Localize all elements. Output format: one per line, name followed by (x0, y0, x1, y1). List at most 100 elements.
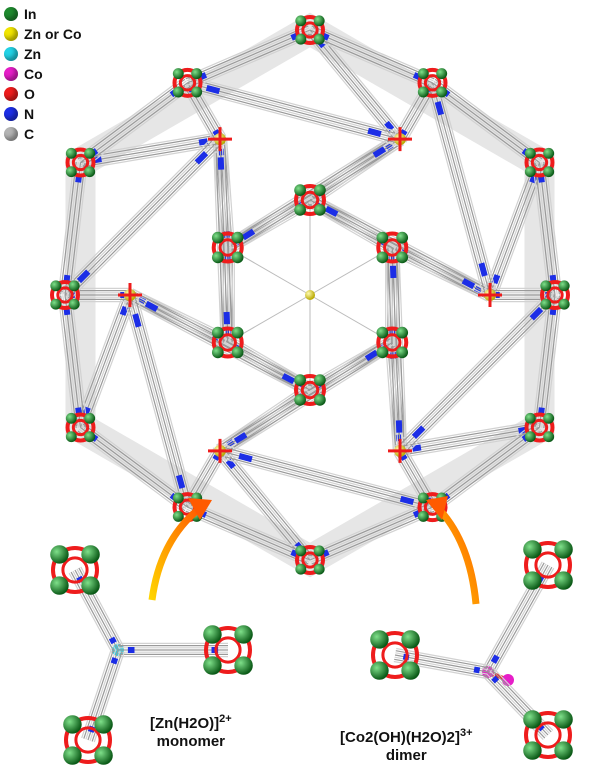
nitrogen-segment (490, 654, 500, 664)
indium-atom (401, 630, 420, 649)
linker-strand (81, 142, 221, 168)
indium-atom (50, 545, 69, 564)
oxygen-ring (524, 711, 572, 759)
nitrogen-segment (205, 84, 221, 95)
in-cluster (211, 326, 244, 359)
linker-strand (72, 570, 117, 652)
linker-strand (80, 82, 188, 163)
indium-atom (84, 431, 96, 443)
indium-atom (554, 540, 573, 559)
nitrogen-segment (491, 274, 501, 285)
indium-atom (63, 715, 82, 734)
linker-strand (217, 451, 309, 562)
indium-atom (396, 346, 409, 359)
indium-atom (294, 374, 306, 386)
zn-co-nodes (118, 127, 502, 463)
nitrogen-segment (132, 313, 142, 328)
co-dimer-fragment (370, 540, 573, 760)
indium-atom (558, 298, 570, 310)
indium-atom (543, 412, 555, 424)
indium-atom (63, 746, 82, 765)
linker-strand (70, 294, 88, 427)
monomer-caption: [Zn(H2O)]2+ monomer (150, 710, 232, 751)
linker-strand (484, 674, 546, 739)
indium-atom (84, 412, 96, 424)
linker-strand (87, 649, 119, 741)
linker-strand (60, 161, 77, 295)
linker-strand (189, 33, 312, 88)
in-ball-icon (4, 7, 18, 21)
legend-item-in: In (4, 4, 82, 24)
indium-atom (65, 431, 77, 443)
linker-strand (220, 446, 434, 504)
legend-item-c: C (4, 124, 82, 144)
linker-strand (307, 31, 399, 141)
linker-strand (86, 297, 137, 431)
in-cluster (203, 625, 253, 675)
nitrogen-segment (76, 269, 91, 284)
linker-strand (187, 506, 311, 561)
indium-atom (540, 298, 552, 310)
nitrogen-segment (175, 474, 186, 489)
indium-atom (524, 412, 536, 424)
indium-atom (81, 545, 100, 564)
linker-strand (543, 295, 560, 429)
in-cluster (172, 67, 203, 98)
linker-strand (394, 656, 488, 675)
linker-strand (428, 421, 536, 503)
linker-strand (532, 294, 550, 427)
linker-strand (79, 294, 131, 428)
in-cluster (211, 231, 244, 264)
indium-atom (65, 147, 77, 159)
indium-atom (396, 251, 409, 264)
linker-strand (62, 162, 79, 295)
linker-strand (399, 424, 540, 450)
indium-atom (417, 510, 429, 522)
oxygen-ring-inner (423, 74, 442, 92)
in-cluster (523, 540, 573, 590)
linker-strand (184, 512, 308, 567)
oxygen-ring-inner (381, 641, 409, 669)
linker-strand (534, 294, 552, 428)
oxygen-ring (417, 492, 448, 523)
nitrogen-segment (324, 205, 339, 217)
linker-strand (309, 506, 433, 561)
nitrogen-segment (400, 454, 408, 461)
linker-strand (401, 296, 557, 453)
linker-strand (396, 647, 490, 667)
in-cluster (376, 231, 409, 264)
linker-strand (432, 82, 540, 163)
indium-atom (524, 147, 536, 159)
indium-atom (294, 204, 306, 216)
oxygen-ring (211, 326, 244, 359)
nitrogen-segment (400, 129, 408, 136)
linker-strand (430, 84, 539, 165)
indium-atom (396, 231, 409, 244)
indium-atom (231, 346, 244, 359)
indium-atom (234, 625, 253, 644)
oxygen-ring (524, 541, 572, 589)
nitrogen-segment (364, 349, 379, 362)
indium-atom (313, 33, 325, 45)
linker-strand (84, 421, 192, 503)
nitrogen-segment (412, 444, 422, 452)
legend-item-co: Co (4, 64, 82, 84)
nitrogen-segment (529, 306, 544, 321)
nitrogen-segment (144, 300, 159, 312)
linker-strand (433, 80, 542, 162)
linker-strand (127, 298, 309, 395)
oxygen-ring (376, 326, 409, 359)
linker-strand (186, 84, 400, 142)
linker-strand (492, 667, 554, 731)
linker-strand (66, 162, 84, 296)
linker-strand (434, 82, 493, 295)
oxygen-ring (295, 15, 325, 45)
linker-strand (76, 77, 184, 158)
oxygen-ring (295, 545, 325, 575)
linker-strand (77, 430, 186, 512)
oxygen-ring (172, 67, 203, 98)
linker-strand (436, 432, 544, 513)
indium-atom (211, 326, 224, 339)
indium-atom (417, 492, 429, 504)
linker-strand (80, 136, 220, 161)
